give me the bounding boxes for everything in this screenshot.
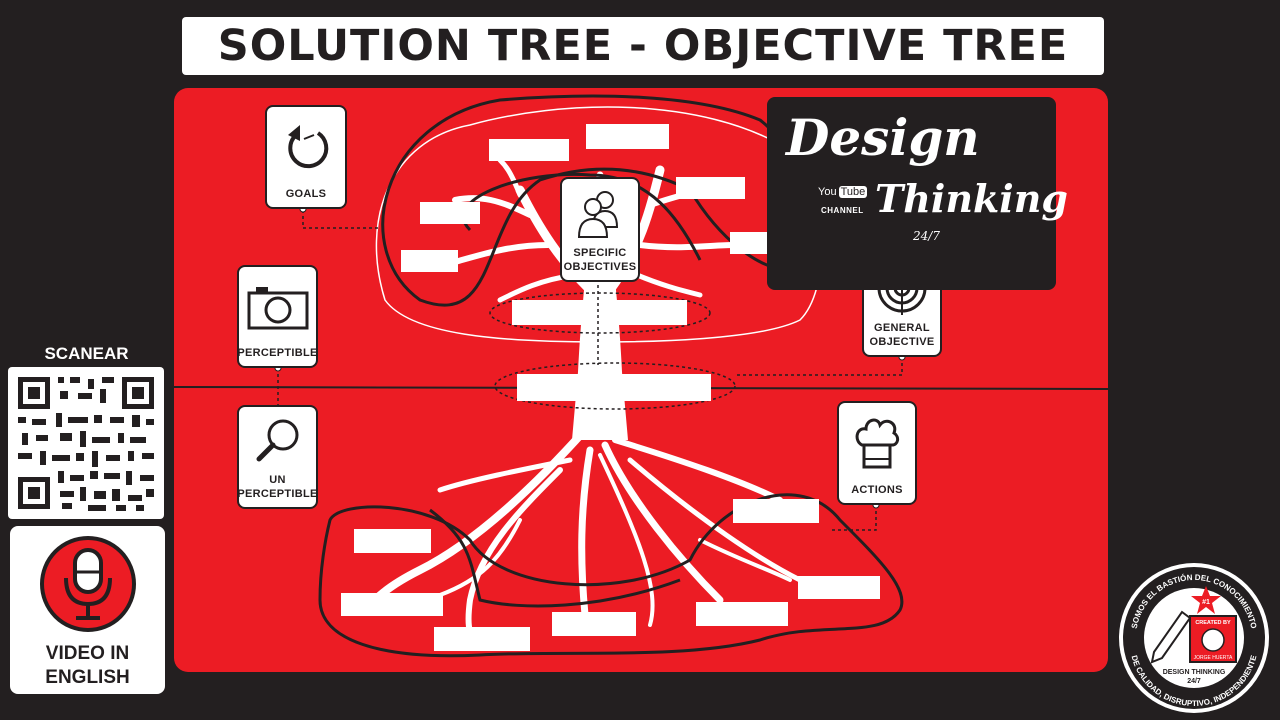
general-objective-box[interactable] [517, 374, 711, 401]
design-thinking-logo-panel [767, 97, 1056, 290]
youtube-channel-text: CHANNEL [821, 206, 864, 215]
roots [371, 426, 803, 635]
actions-card: ACTIONS [837, 401, 917, 505]
logo-design-text: Design [786, 108, 980, 167]
youtube-tube-text: Tube [838, 186, 868, 198]
crown-box-3[interactable] [420, 202, 480, 224]
connectors [277, 210, 903, 531]
badge-brand-1: DESIGN THINKING [1163, 669, 1226, 676]
goals-label: GOALS [285, 188, 327, 200]
qr-code-icon [18, 377, 154, 511]
badge-rank: #1 [1202, 599, 1210, 606]
video-in-english-label: VIDEO IN ENGLISH [45, 643, 130, 688]
actions-label: ACTIONS [851, 484, 903, 496]
badge-brand-2: 24/7 [1187, 678, 1201, 685]
page-title: SOLUTION TREE - OBJECTIVE TREE [182, 17, 1104, 75]
author-badge: SOMOS EL BASTIÓN DEL CONOCIMIENTO DE CAL… [1119, 563, 1269, 713]
chef-hat-icon [855, 418, 900, 469]
specific-box-left[interactable] [512, 300, 590, 325]
specific-ellipse [489, 292, 711, 334]
unperceptible-card: UN PERCEPTIBLE [237, 405, 318, 509]
badge-created-by: CREATED BY [1195, 620, 1231, 626]
root-box-5[interactable] [696, 602, 788, 626]
root-box-2[interactable] [733, 499, 819, 523]
roots-outline [318, 493, 904, 658]
crown-box-2[interactable] [586, 124, 669, 149]
avatar [1201, 628, 1225, 652]
logo-thinking-text: Thinking [875, 176, 1068, 221]
refresh-arrow-icon [288, 125, 329, 169]
video-in-english-card[interactable]: VIDEO IN ENGLISH [10, 526, 165, 694]
goals-card: GOALS [265, 105, 347, 209]
qr-code[interactable] [8, 367, 164, 519]
root-box-6[interactable] [552, 612, 636, 636]
general-objective-label: GENERAL OBJECTIVE [869, 322, 935, 348]
badge-name: JORGE HUERTA [1194, 655, 1233, 661]
specific-box-right[interactable] [609, 300, 687, 325]
crown-box-1[interactable] [489, 139, 569, 161]
root-box-4[interactable] [341, 593, 443, 616]
perceptible-label: PERCEPTIBLE [237, 347, 318, 359]
crown-box-5[interactable] [401, 250, 458, 272]
star-icon [1191, 586, 1221, 614]
goals-outline [381, 94, 811, 307]
unperceptible-label: UN PERCEPTIBLE [237, 474, 318, 500]
specific-objectives-card: SPECIFIC OBJECTIVES [560, 177, 640, 282]
general-ellipse [494, 362, 736, 410]
scan-label: SCANEAR [44, 344, 129, 363]
root-box-7[interactable] [434, 627, 530, 651]
specific-objectives-label: SPECIFIC OBJECTIVES [563, 247, 637, 273]
magnifier-icon [256, 419, 298, 462]
crown-box-4[interactable] [676, 177, 745, 199]
microphone-icon [40, 536, 136, 632]
logo-247-text: 24/7 [913, 229, 940, 243]
youtube-logo: You Tube [818, 186, 868, 198]
pencil-icon [1150, 610, 1192, 664]
root-box-1[interactable] [354, 529, 431, 553]
camera-icon [247, 286, 308, 329]
perceptible-card: PERCEPTIBLE [237, 265, 318, 368]
root-box-3[interactable] [798, 576, 880, 599]
people-icon [577, 190, 619, 238]
youtube-you-text: You [818, 186, 837, 198]
roots-inner-outline [429, 508, 681, 608]
